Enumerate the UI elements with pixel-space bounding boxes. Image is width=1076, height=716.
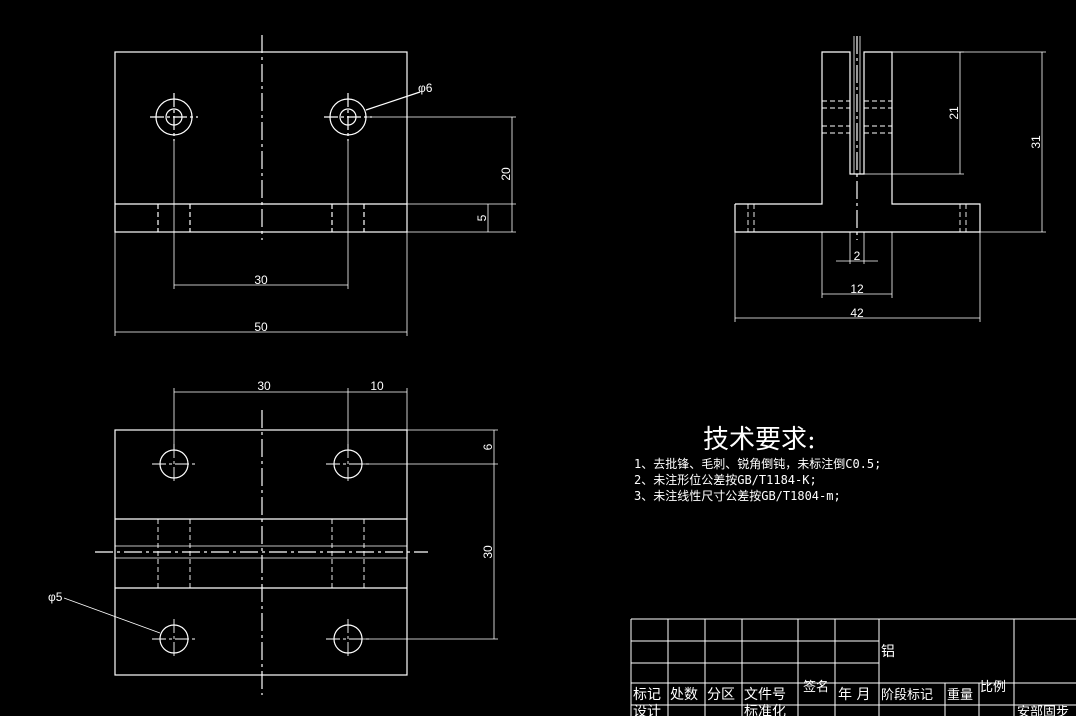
tb-stage-mark: 阶段标记 bbox=[881, 688, 933, 703]
tb-header: 年 月 bbox=[838, 687, 870, 703]
side-view: 21 31 2 12 42 bbox=[734, 36, 1046, 322]
dim-w12: 12 bbox=[850, 282, 864, 296]
tb-weight: 重量 bbox=[947, 687, 973, 703]
hidden-holes bbox=[747, 100, 967, 232]
tb-header: 文件号 bbox=[744, 687, 786, 703]
material-label: 铝 bbox=[881, 644, 895, 660]
leader-line bbox=[365, 91, 421, 111]
tech-req-item: 1、去批锋、毛刺、锐角倒钝，未标注倒C0.5; bbox=[634, 456, 881, 471]
tb-header: 处数 bbox=[670, 687, 698, 703]
tb-design: 设计 bbox=[633, 704, 661, 716]
title-block: 铝 标记 处数 分区 文件号 签名 年 月 阶段标记 重量 比例 设计 标准化 … bbox=[630, 618, 1076, 716]
front-view: φ6 20 5 30 50 bbox=[114, 35, 516, 336]
dim-6: 6 bbox=[481, 443, 495, 450]
dim-h31: 31 bbox=[1029, 135, 1043, 149]
tech-req-item: 3、未注线性尺寸公差按GB/T1804-m; bbox=[634, 488, 841, 503]
dim-hole-pitch: 30 bbox=[254, 273, 268, 287]
dim-height-20: 20 bbox=[499, 167, 513, 181]
tech-req-title: 技术要求: bbox=[703, 425, 816, 455]
hidden-holes bbox=[157, 519, 365, 588]
dim-hole-dia-5: φ5 bbox=[48, 590, 63, 604]
dim-base-5: 5 bbox=[475, 214, 489, 221]
dim-gap-2: 2 bbox=[854, 249, 861, 263]
tb-header: 标记 bbox=[633, 687, 661, 703]
tech-req-item: 2、未注形位公差按GB/T1184-K; bbox=[634, 472, 817, 487]
dim-w42: 42 bbox=[850, 306, 864, 320]
tb-part-title: 安部固步 bbox=[1017, 705, 1069, 716]
tech-requirements: 技术要求: 1、去批锋、毛刺、锐角倒钝，未标注倒C0.5; 2、未注形位公差按G… bbox=[634, 425, 881, 503]
top-view: 30 10 6 30 φ5 bbox=[48, 379, 498, 695]
dim-30: 30 bbox=[257, 379, 271, 393]
dim-width-50: 50 bbox=[254, 320, 268, 334]
front-outline bbox=[114, 51, 408, 233]
tb-header: 分区 bbox=[707, 687, 735, 703]
tb-standard: 标准化 bbox=[744, 704, 786, 716]
tb-header: 签名 bbox=[803, 679, 829, 695]
leader-line bbox=[63, 597, 161, 634]
dim-10: 10 bbox=[370, 379, 384, 393]
dim-v30: 30 bbox=[481, 545, 495, 559]
tb-scale: 比例 bbox=[980, 680, 1006, 695]
dim-hole-dia: φ6 bbox=[418, 81, 433, 95]
dim-h21: 21 bbox=[947, 106, 961, 120]
